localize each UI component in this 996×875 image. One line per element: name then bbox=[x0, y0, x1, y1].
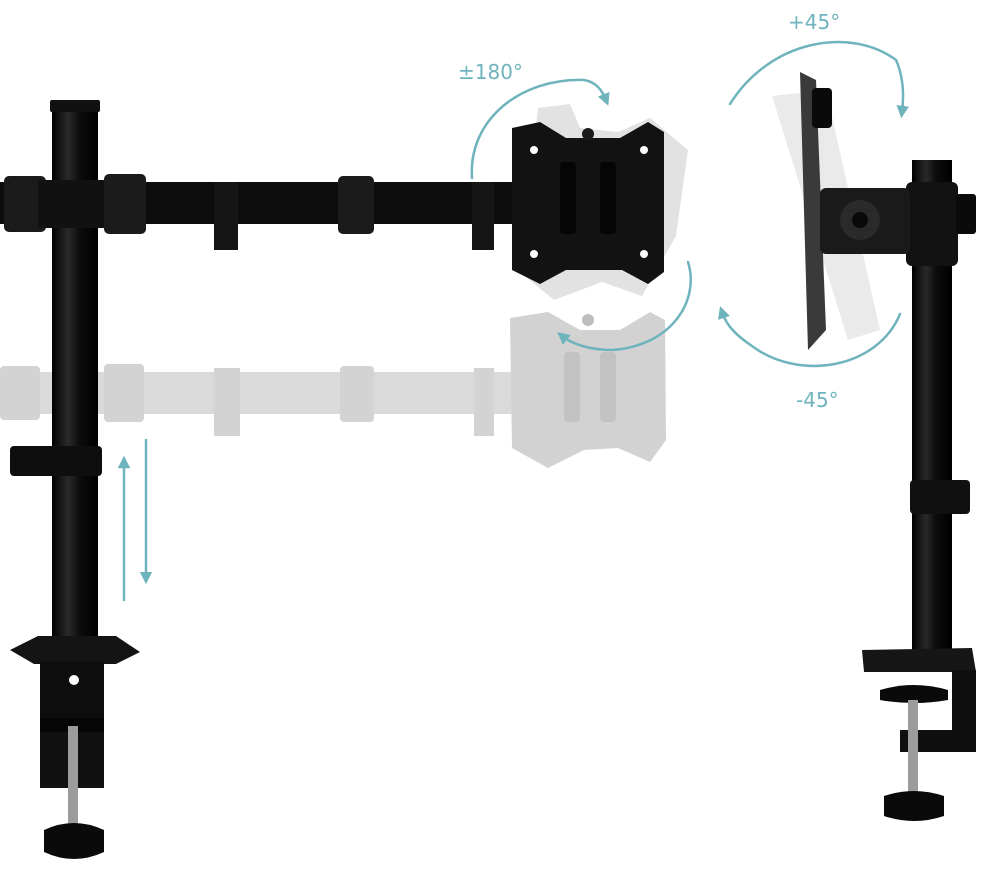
main-arm bbox=[0, 174, 520, 250]
vesa-plate bbox=[512, 104, 688, 300]
desk-clamp-left bbox=[10, 636, 140, 859]
tilt-up-label: +45° bbox=[788, 10, 841, 34]
lowered-plate-ghost bbox=[510, 312, 666, 468]
height-adjust-arrow-icon bbox=[117, 438, 153, 602]
swivel-arrows-icon bbox=[470, 78, 692, 352]
tilt-arrows-icon bbox=[718, 40, 909, 368]
tilt-head bbox=[772, 72, 910, 350]
side-pole bbox=[906, 160, 976, 670]
desk-clamp-right bbox=[862, 648, 976, 821]
swivel-label: ±180° bbox=[458, 60, 523, 84]
tilt-down-label: -45° bbox=[796, 388, 839, 412]
